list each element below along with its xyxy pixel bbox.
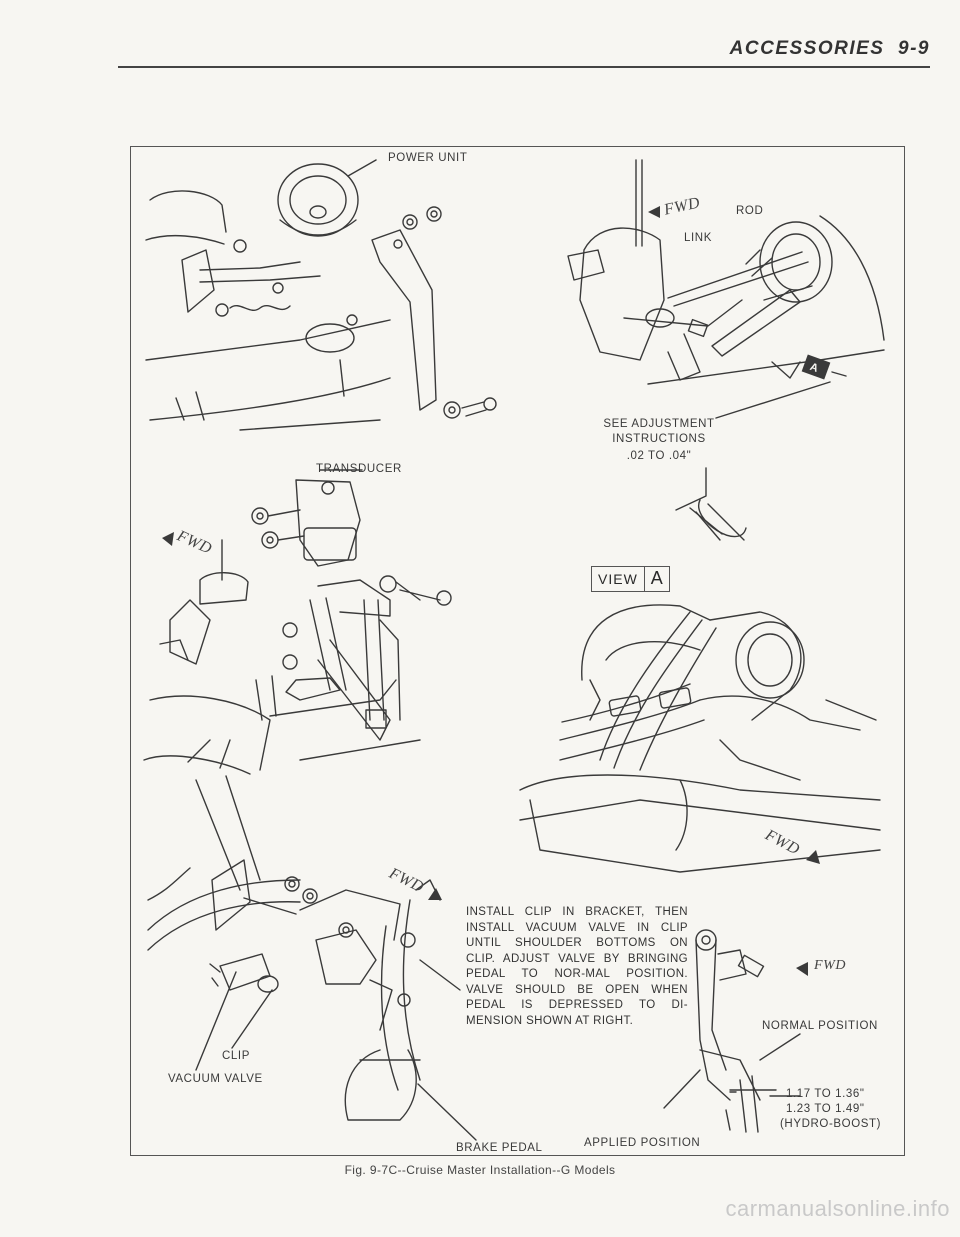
label-vacuum-valve: VACUUM VALVE bbox=[168, 1073, 263, 1085]
fwd-arrow-icon bbox=[806, 850, 820, 864]
label-applied-position: APPLIED POSITION bbox=[584, 1137, 701, 1149]
label-dim-standard: 1.17 TO 1.36" bbox=[786, 1088, 865, 1100]
brake-pedal-assembly bbox=[147, 775, 477, 1141]
label-gap: .02 TO .04" bbox=[626, 450, 692, 462]
view-a-hose-assembly bbox=[519, 604, 881, 873]
fwd-arrows bbox=[162, 206, 820, 976]
fwd-arrow-icon bbox=[428, 888, 442, 900]
view-a-box: VIEW A bbox=[591, 566, 670, 592]
transducer-assembly bbox=[143, 469, 452, 775]
label-link: LINK bbox=[684, 232, 712, 244]
page-number: 9-9 bbox=[898, 38, 930, 59]
label-hydro-boost: (HYDRO-BOOST) bbox=[780, 1118, 882, 1130]
label-rod: ROD bbox=[736, 205, 764, 217]
header-rule bbox=[118, 66, 930, 68]
label-brake-pedal: BRAKE PEDAL bbox=[456, 1142, 543, 1154]
rod-link-assembly bbox=[567, 159, 885, 541]
label-transducer: TRANSDUCER bbox=[316, 463, 402, 475]
label-instructions: INSTRUCTIONS bbox=[612, 433, 706, 445]
fwd-arrow-icon bbox=[162, 532, 174, 546]
power-unit-assembly bbox=[145, 159, 497, 431]
figure-frame bbox=[130, 146, 905, 1156]
view-letter: A bbox=[650, 568, 663, 588]
label-see-adjustment: SEE ADJUSTMENT bbox=[603, 418, 715, 430]
fwd-arrow-icon bbox=[648, 206, 660, 218]
section-title: ACCESSORIES bbox=[729, 38, 885, 59]
fwd-label-bottom-right: FWD bbox=[814, 958, 847, 973]
page-header: ACCESSORIES 9-9 bbox=[640, 38, 930, 68]
label-clip: CLIP bbox=[222, 1050, 250, 1062]
install-note: INSTALL CLIP IN BRACKET, THEN INSTALL VA… bbox=[466, 906, 688, 1027]
fwd-arrow-icon bbox=[796, 962, 808, 976]
view-word: VIEW bbox=[592, 567, 645, 591]
label-normal-position: NORMAL POSITION bbox=[762, 1020, 878, 1032]
pedal-position-diagram bbox=[663, 929, 801, 1133]
figure-caption: Fig. 9-7C--Cruise Master Installation--G… bbox=[344, 1163, 616, 1177]
watermark: carmanualsonline.info bbox=[725, 1196, 950, 1221]
label-dim-hydro: 1.23 TO 1.49" bbox=[786, 1103, 865, 1115]
label-power-unit: POWER UNIT bbox=[388, 152, 468, 164]
